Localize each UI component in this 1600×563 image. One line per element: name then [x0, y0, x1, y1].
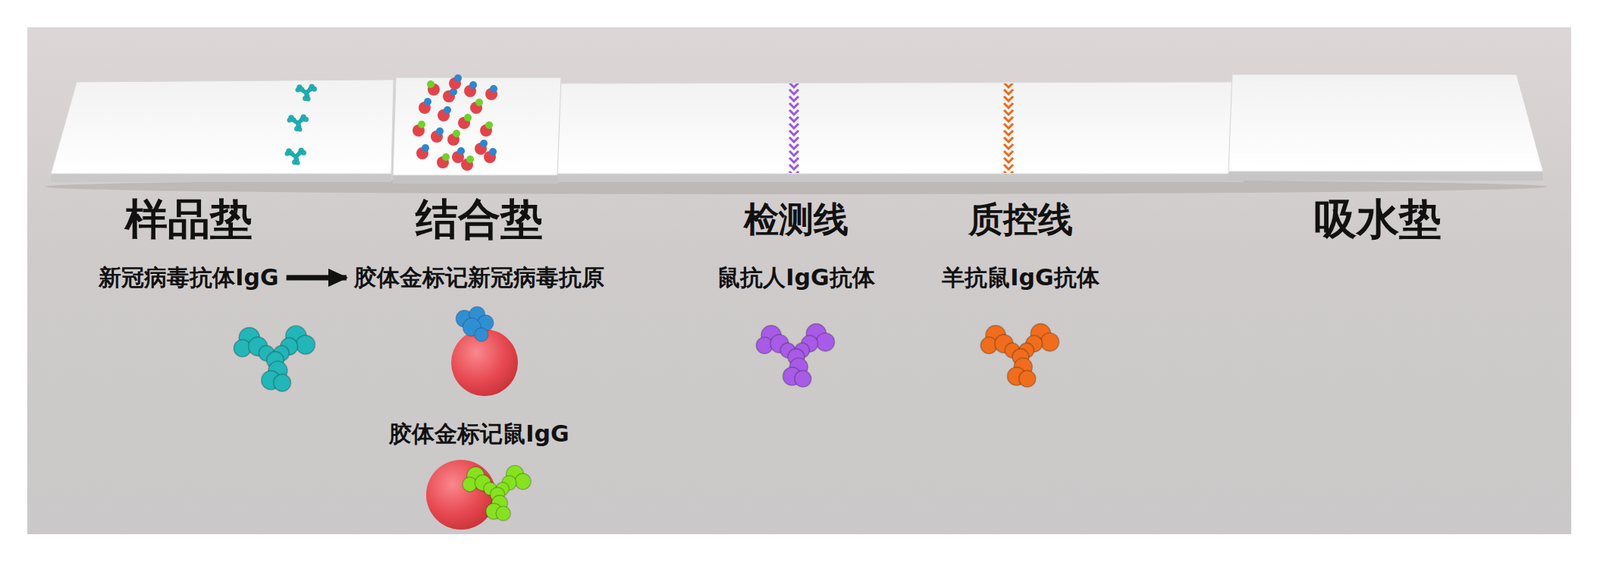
part-name: 检测线 [743, 201, 849, 237]
absorbent-pad-edge [1228, 171, 1544, 181]
reagent-label: 胶体金标记新冠病毒抗原 [354, 266, 605, 289]
strip-part-label: 检测线鼠抗人IgG抗体 [717, 201, 875, 289]
strip-part-label: 吸水垫 [1314, 197, 1442, 241]
mouse-igg-icon [462, 464, 531, 521]
reagent-label: 胶体金标记鼠IgG [389, 422, 569, 446]
control-line [1002, 83, 1015, 173]
goat-anti-mouse-icon [980, 323, 1059, 388]
conjugate-pad [392, 77, 562, 176]
sample-antibody [295, 84, 317, 102]
background-panel [27, 27, 1572, 534]
sample-pad [50, 79, 394, 174]
membrane-edge [555, 173, 1244, 182]
sample-pad-edge [50, 173, 392, 182]
conjugate-pad-edge [392, 175, 558, 184]
strip-part-label: 质控线羊抗鼠IgG抗体 [941, 201, 1099, 289]
flow-arrow [286, 275, 347, 281]
strip-part-label: 结合垫胶体金标记新冠病毒抗原胶体金标记鼠IgG [354, 197, 605, 446]
test-line [787, 83, 800, 173]
mouse-anti-human-icon [756, 323, 835, 388]
nitrocellulose-membrane [555, 81, 1244, 174]
part-name: 样品垫 [125, 197, 253, 241]
part-name: 结合垫 [415, 197, 543, 241]
gold-conjugate-particles [412, 74, 498, 171]
human-igg-icon [233, 325, 315, 392]
antigen-icon [455, 306, 494, 342]
reagent-label: 羊抗鼠IgG抗体 [941, 266, 1099, 289]
reagent-label: 鼠抗人IgG抗体 [717, 266, 875, 289]
part-name: 质控线 [968, 201, 1073, 237]
sample-antibody [285, 147, 307, 166]
reagent-label: 新冠病毒抗体IgG [98, 266, 279, 289]
strip-part-label: 样品垫新冠病毒抗体IgG [98, 197, 279, 289]
part-name: 吸水垫 [1314, 197, 1442, 241]
gold-particle [426, 459, 496, 530]
sample-antibody [287, 114, 309, 132]
absorbent-pad [1228, 74, 1544, 172]
